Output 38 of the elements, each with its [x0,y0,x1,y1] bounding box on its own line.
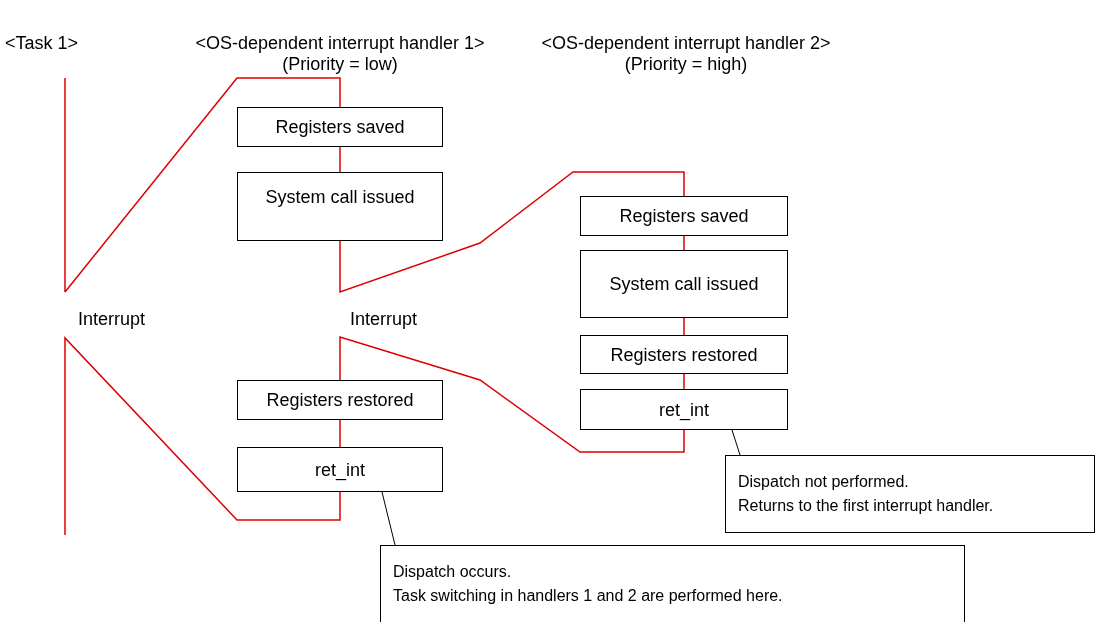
box-text: System call issued [609,273,759,295]
leader-line [731,429,741,456]
callout-box [725,455,1095,533]
flow-line [64,336,341,536]
process-box [580,196,788,236]
process-box [237,447,443,492]
box-text: ret_int [659,398,709,421]
box-text: ret_int [315,458,365,481]
flow-line [339,419,341,448]
leader-line [381,491,396,546]
box-text: Registers saved [619,205,749,227]
box-text: Registers restored [266,389,414,411]
flow-line [339,336,685,453]
flow-line [339,171,685,294]
box-text: System call issued [265,186,415,208]
callout-text: Returns to the first interrupt handler. [738,496,995,516]
process-box [580,389,788,430]
process-box [580,335,788,374]
callout-box [380,545,965,622]
flow-line [64,77,341,293]
callout-text: Dispatch not performed. [738,472,910,492]
flow-line [683,373,685,390]
column-heading: (Priority = low) [281,53,399,75]
interrupt-label: Interrupt [78,308,147,330]
process-box [580,250,788,318]
flow-line [683,317,685,336]
column-heading: (Priority = high) [623,53,749,75]
process-box [237,172,443,241]
callout-text: Dispatch occurs. [393,562,513,582]
box-text: Registers saved [275,116,405,138]
flow-line [339,146,341,173]
interrupt-label: Interrupt [350,308,419,330]
process-box [237,107,443,147]
process-box [237,380,443,420]
box-text: Registers restored [610,343,758,366]
flow-line [683,235,685,251]
callout-text: Task switching in handlers 1 and 2 are performed here. [393,586,784,606]
column-heading: <Task 1> [5,32,80,54]
